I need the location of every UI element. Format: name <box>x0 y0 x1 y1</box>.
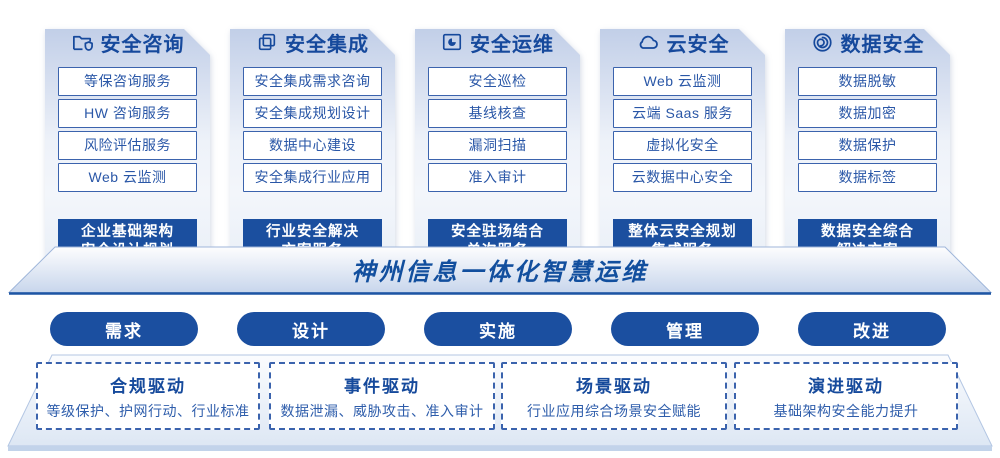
card-header-cloud: 云安全 <box>600 29 765 55</box>
driver-title: 场景驱动 <box>576 376 652 396</box>
service-item: 虚拟化安全 <box>613 131 752 160</box>
driver-title: 事件驱动 <box>344 376 420 396</box>
card-header-consulting: 安全咨询 <box>45 29 210 55</box>
service-card-cloud: 云安全 Web 云监测 云端 Saas 服务 虚拟化安全 云数据中心安全 整体云… <box>600 12 765 248</box>
card-header-data: 数据安全 <box>785 29 950 55</box>
cloud-icon <box>636 30 660 54</box>
card-title: 安全集成 <box>285 33 369 56</box>
service-item: 风险评估服务 <box>58 131 197 160</box>
card-title: 安全咨询 <box>100 33 185 56</box>
data-swirl-icon <box>811 31 834 54</box>
phase-pill-improve: 改进 <box>798 312 946 346</box>
driver-title: 演进驱动 <box>808 376 884 396</box>
card-title: 云安全 <box>666 33 730 56</box>
driver-desc: 数据泄漏、威胁攻击、准入审计 <box>280 402 484 419</box>
service-card-integration: 安全集成 安全集成需求咨询 安全集成规划设计 数据中心建设 安全集成行业应用 行… <box>230 12 395 248</box>
card-title: 数据安全 <box>840 33 925 56</box>
driver-box-incident: 事件驱动 数据泄漏、威胁攻击、准入审计 <box>269 362 495 430</box>
service-item: 漏洞扫描 <box>428 131 567 160</box>
service-item: 云数据中心安全 <box>613 163 752 192</box>
folder-shield-icon <box>71 31 94 54</box>
driver-box-evolution: 演进驱动 基础架构安全能力提升 <box>734 362 958 430</box>
monitor-pie-icon <box>441 31 463 53</box>
service-card-operations: 安全运维 安全巡检 基线核查 漏洞扫描 准入审计 安全驻场结合 单次服务 <box>415 12 580 248</box>
service-item: 安全集成行业应用 <box>243 163 382 192</box>
service-item: Web 云监测 <box>613 67 752 96</box>
service-item: 数据脱敏 <box>798 67 937 96</box>
driver-box-compliance: 合规驱动 等级保护、护网行动、行业标准 <box>36 362 260 430</box>
copy-docs-icon <box>256 31 278 53</box>
service-item: 安全集成需求咨询 <box>243 67 382 96</box>
banner-platform-shape <box>7 246 993 295</box>
service-item: 数据保护 <box>798 131 937 160</box>
service-item: 云端 Saas 服务 <box>613 99 752 128</box>
service-item: 安全集成规划设计 <box>243 99 382 128</box>
banner-title: 神州信息一体化智慧运维 <box>351 259 649 286</box>
service-item: HW 咨询服务 <box>58 99 197 128</box>
phase-pill-design: 设计 <box>237 312 385 346</box>
service-item: 数据标签 <box>798 163 937 192</box>
phase-pill-requirement: 需求 <box>50 312 198 346</box>
driver-box-scenario: 场景驱动 行业应用综合场景安全赋能 <box>501 362 727 430</box>
service-item: 数据中心建设 <box>243 131 382 160</box>
card-header-operations: 安全运维 <box>415 29 580 55</box>
driver-title: 合规驱动 <box>110 376 186 396</box>
service-item: 基线核查 <box>428 99 567 128</box>
phase-pill-implement: 实施 <box>424 312 572 346</box>
card-title: 安全运维 <box>470 33 554 56</box>
service-item: Web 云监测 <box>58 163 197 192</box>
phase-pill-manage: 管理 <box>611 312 759 346</box>
driver-desc: 等级保护、护网行动、行业标准 <box>46 402 250 419</box>
service-item: 准入审计 <box>428 163 567 192</box>
service-card-data: 数据安全 数据脱敏 数据加密 数据保护 数据标签 数据安全综合 解决方案 <box>785 12 950 248</box>
driver-desc: 基础架构安全能力提升 <box>773 402 919 419</box>
service-card-consulting: 安全咨询 等保咨询服务 HW 咨询服务 风险评估服务 Web 云监测 企业基础架… <box>45 12 210 248</box>
service-item: 安全巡检 <box>428 67 567 96</box>
card-header-integration: 安全集成 <box>230 29 395 55</box>
driver-desc: 行业应用综合场景安全赋能 <box>527 402 701 419</box>
service-item: 等保咨询服务 <box>58 67 197 96</box>
service-item: 数据加密 <box>798 99 937 128</box>
